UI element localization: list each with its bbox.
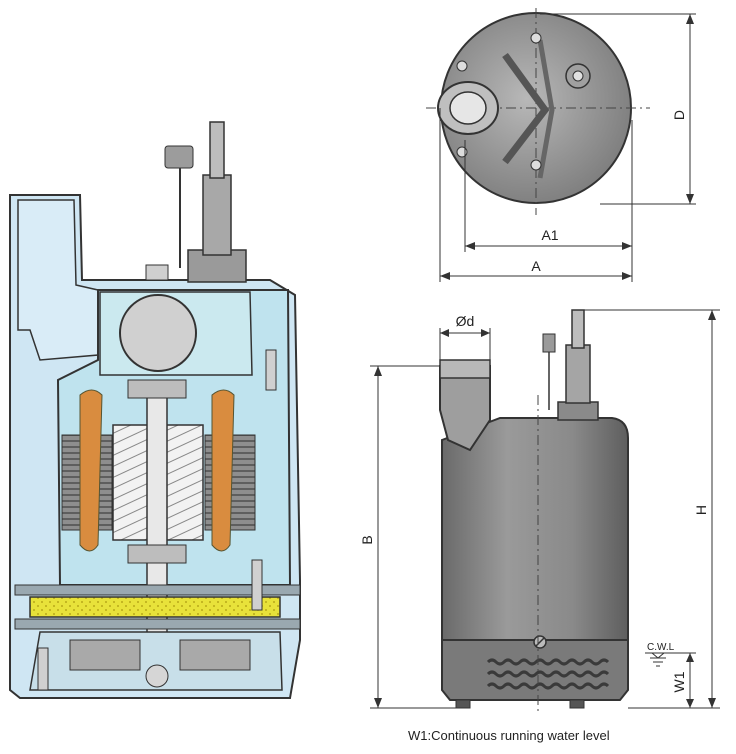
oil-chamber (29, 596, 281, 618)
dim-H-label: H (693, 505, 709, 515)
dim-D-label: D (671, 110, 687, 120)
cable-gland (187, 249, 247, 283)
side-view: Ød B H C.W.L W1 (359, 309, 720, 715)
caption: W1:Continuous running water level (408, 728, 610, 743)
side-cable (571, 309, 585, 349)
impeller-vane-left (69, 639, 141, 671)
cwl-label: C.W.L (647, 642, 675, 653)
bolt-top-right (265, 349, 277, 391)
screw-1 (530, 32, 542, 44)
side-base (441, 639, 629, 701)
float-switch (164, 145, 194, 169)
dim-A-label: A (531, 258, 541, 274)
side-cable-gland (557, 401, 599, 421)
intake-slots (486, 658, 610, 690)
dim-B-label: B (359, 535, 375, 544)
upper-bearing (127, 379, 187, 399)
side-cable-body (565, 344, 591, 404)
rib-center (537, 39, 555, 179)
dim-d-label: Ød (456, 313, 475, 329)
water-level-icon (650, 652, 666, 667)
cable-top-inner (572, 70, 584, 82)
bolt-left (37, 647, 49, 691)
side-body (441, 417, 629, 641)
seal-plate-lower (14, 618, 301, 630)
discharge-port-inner (449, 91, 487, 125)
top-nut (145, 264, 169, 281)
foot-left (455, 699, 471, 709)
capacitor (119, 294, 197, 372)
screw-2 (530, 159, 542, 171)
dim-W1-label: W1 (671, 671, 687, 692)
lower-bearing (127, 544, 187, 564)
cable-body (202, 174, 232, 256)
rib-v (502, 52, 550, 165)
coil-left (79, 389, 103, 552)
coil-right (211, 389, 235, 552)
bolt-right (251, 559, 263, 611)
side-float (542, 333, 556, 353)
foot-right (569, 699, 585, 709)
cutaway-view (9, 121, 301, 699)
seal-plate (14, 584, 301, 596)
top-view: D A1 A (426, 8, 696, 282)
impeller-vane-right (179, 639, 251, 671)
discharge-outlet (439, 359, 491, 379)
screw-3 (456, 60, 468, 72)
cable (209, 121, 225, 179)
impeller-nut (145, 664, 169, 688)
dim-A1-label: A1 (541, 227, 558, 243)
